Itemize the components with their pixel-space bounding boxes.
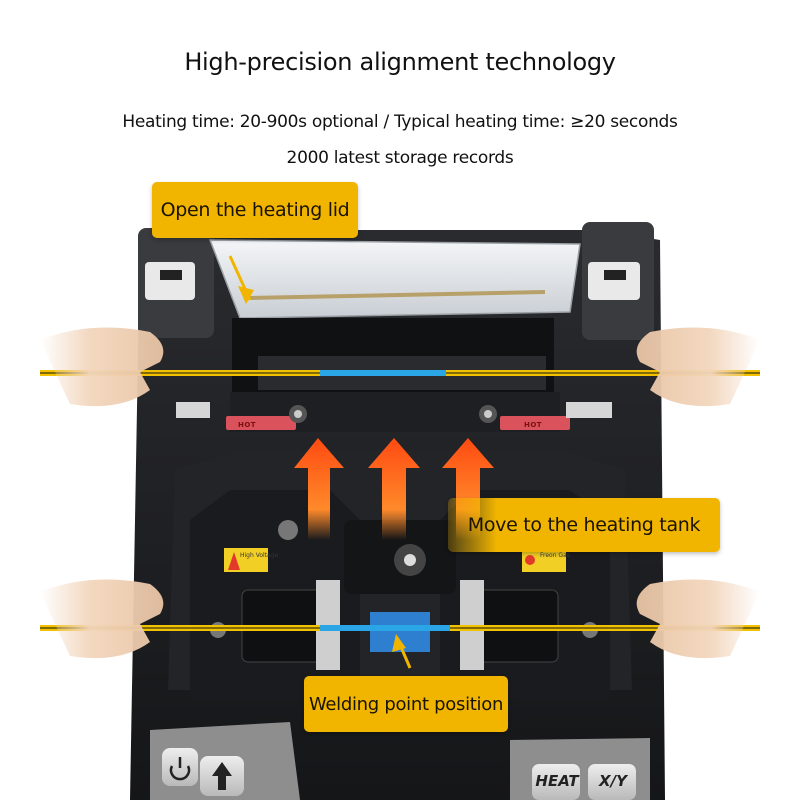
xy-key-label: X/Y [599,772,627,790]
left-hand-bottom [40,579,164,659]
hot-text-right: HOT [524,421,543,429]
xy-key [588,764,636,800]
right-hand-top [636,327,760,407]
page-title: High-precision alignment technology [184,48,616,76]
storage-records-text: 2000 latest storage records [286,148,514,168]
hot-label-left [226,416,296,430]
heat-key [532,764,580,800]
arrow-icon [294,438,494,540]
right-hand-bottom [636,579,760,659]
hot-label-right [500,416,570,430]
power-icon [169,757,191,781]
freon-gas-label: Freon Gas [540,552,570,559]
heating-tank-callout: Move to the heating tank [448,498,720,552]
heating-time-text: Heating time: 20-900s optional / Typical… [122,112,678,132]
hot-text-left: HOT [238,421,257,429]
open-lid-callout: Open the heating lid [152,182,358,238]
heat-key-label: HEAT [535,772,579,790]
heating-lid [208,239,581,319]
high-voltage-label: High Voltage [240,552,279,559]
left-hand-top [40,327,164,407]
welding-point-callout: Welding point position [304,676,508,732]
